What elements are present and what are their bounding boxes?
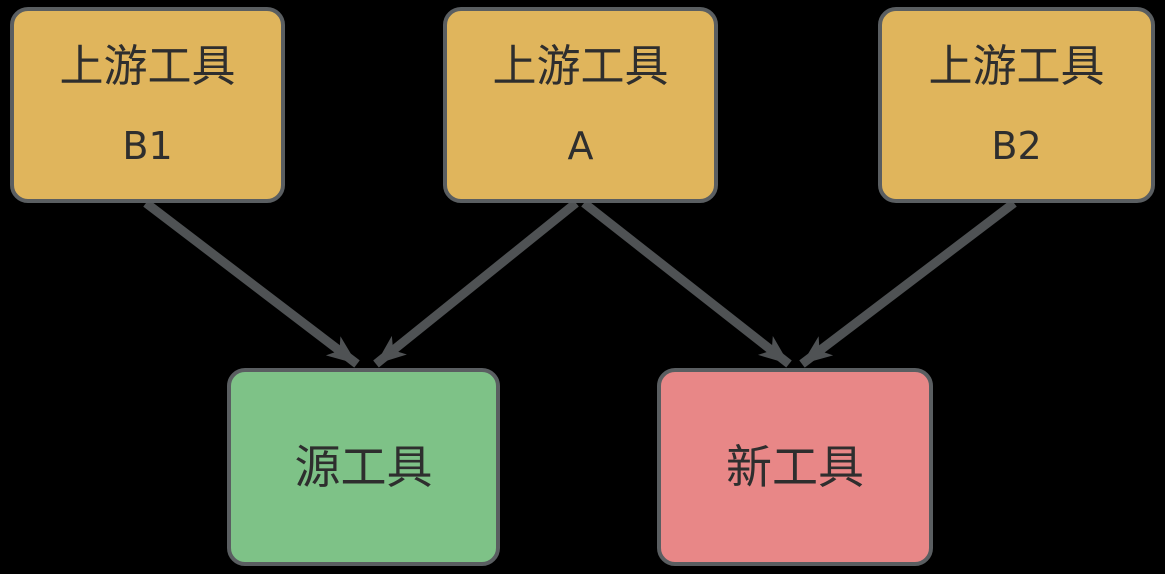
node-upstream-a-title: 上游工具: [492, 41, 669, 92]
node-upstream-a-subtitle: A: [567, 124, 594, 168]
node-upstream-b1-subtitle: B1: [122, 124, 173, 168]
node-upstream-b2: 上游工具 B2: [878, 7, 1155, 203]
edge-upstream-a-to-source-arrow: [373, 199, 579, 368]
edge-upstream-a-to-new-arrow: [581, 199, 792, 368]
node-upstream-b1-title: 上游工具: [59, 41, 236, 92]
node-upstream-b2-title: 上游工具: [928, 41, 1105, 92]
node-new-tool-label: 新工具: [726, 440, 864, 494]
edge-upstream-b1-to-source-arrow: [143, 199, 360, 368]
node-upstream-b1: 上游工具 B1: [10, 7, 285, 203]
node-source-tool-label: 源工具: [294, 440, 433, 494]
node-upstream-b2-subtitle: B2: [991, 124, 1042, 168]
node-upstream-a: 上游工具 A: [443, 7, 718, 203]
node-source-tool: 源工具: [227, 368, 500, 566]
node-new-tool: 新工具: [657, 368, 933, 566]
edge-upstream-b2-to-new-arrow: [799, 199, 1017, 368]
